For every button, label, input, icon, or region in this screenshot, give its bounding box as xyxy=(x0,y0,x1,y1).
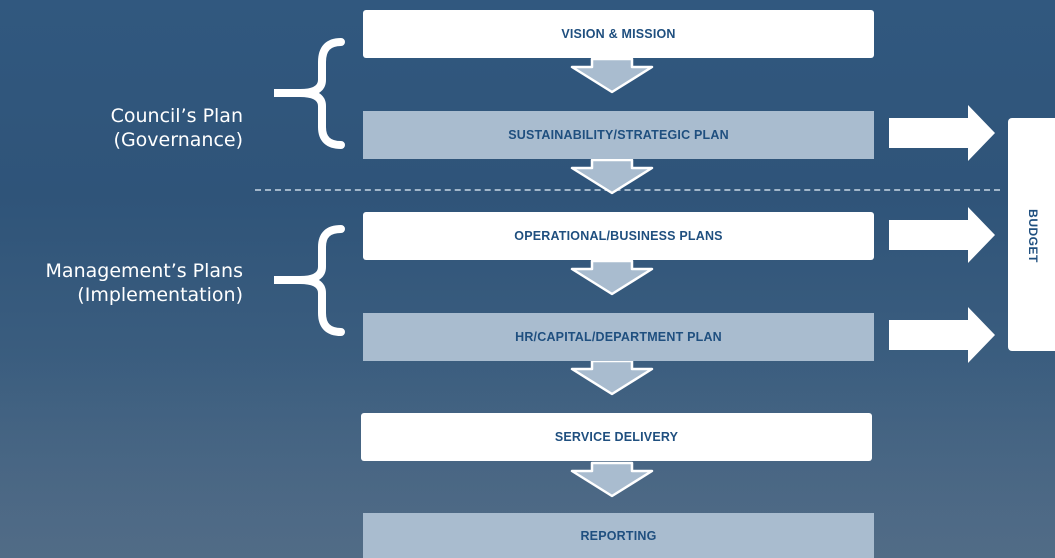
right-arrow-icon xyxy=(889,105,995,161)
down-arrow-icon xyxy=(570,259,654,296)
service-delivery-box: SERVICE DELIVERY xyxy=(361,413,872,461)
sustainability-plan-box: SUSTAINABILITY/STRATEGIC PLAN xyxy=(363,111,874,159)
council-plan-title: Council’s Plan xyxy=(110,105,243,127)
management-plans-title: Management’s Plans xyxy=(45,260,243,282)
management-brace-icon xyxy=(296,225,345,336)
right-arrow-icon xyxy=(889,207,995,263)
management-plans-subtitle: (Implementation) xyxy=(77,284,243,306)
council-brace-icon xyxy=(296,38,345,149)
down-arrow-icon xyxy=(570,158,654,195)
governance-divider xyxy=(255,189,1000,191)
budget-panel: BUDGET xyxy=(1008,118,1055,351)
hr-capital-plan-box: HR/CAPITAL/DEPARTMENT PLAN xyxy=(363,313,874,361)
operational-plans-box: OPERATIONAL/BUSINESS PLANS xyxy=(363,212,874,260)
down-arrow-icon xyxy=(570,57,654,94)
right-arrow-icon xyxy=(889,307,995,363)
budget-label: BUDGET xyxy=(1026,209,1040,263)
management-brace-stub xyxy=(274,276,302,284)
council-brace-stub xyxy=(274,89,302,97)
down-arrow-icon xyxy=(570,461,654,498)
council-plan-label: Council’s Plan (Governance) xyxy=(40,104,243,152)
management-plans-label: Management’s Plans (Implementation) xyxy=(0,259,243,307)
council-plan-subtitle: (Governance) xyxy=(113,129,243,151)
vision-mission-box: VISION & MISSION xyxy=(363,10,874,58)
reporting-box: REPORTING xyxy=(363,513,874,558)
down-arrow-icon xyxy=(570,359,654,396)
